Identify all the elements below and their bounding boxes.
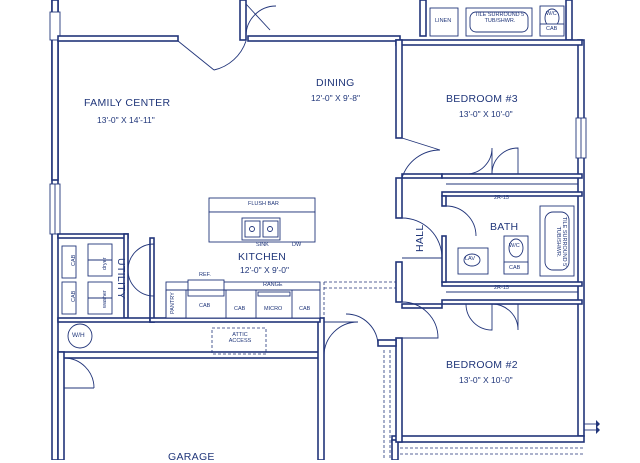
- lav-label: LAV: [465, 256, 475, 262]
- sink-label: SINK: [256, 242, 269, 248]
- garage-label: GARAGE: [168, 451, 215, 463]
- top-bath-fixtures: [429, 5, 565, 37]
- pantry-label: PANTRY: [170, 292, 176, 314]
- bath-cab-label: CAB: [509, 265, 521, 271]
- kitchen-counter: [165, 279, 321, 319]
- bedroom3-label: BEDROOM #3: [446, 93, 518, 105]
- water-heater: [67, 323, 93, 349]
- top-cab-label: CAB: [546, 26, 558, 32]
- interior-walls: [57, 0, 583, 460]
- windows: [49, 11, 587, 235]
- cab-right-label: CAB: [299, 306, 311, 312]
- micro-label: MICRO: [264, 306, 283, 312]
- family-center-label: FAMILY CENTER: [84, 97, 171, 109]
- top-tub-label: TILE SURROUND 5' TUB/SHWR.: [474, 12, 526, 24]
- flush-bar-label: FLUSH BAR: [248, 201, 279, 207]
- family-center-dims: 13'-0" X 14'-11": [97, 115, 155, 125]
- door-swings: [63, 3, 519, 389]
- cab-left-label: CAB: [234, 306, 246, 312]
- dashed-openings: [63, 281, 584, 460]
- bath-tub-label: TILE SURROUND 5' TUB/SHWR.: [555, 216, 568, 268]
- bath-label: BATH: [490, 221, 519, 233]
- ref-label: REF.: [199, 272, 211, 278]
- dw-label: DW: [292, 242, 302, 248]
- bedroom2-label: BEDROOM #2: [446, 359, 518, 371]
- bath-wc-label: W/C: [509, 243, 520, 249]
- attic-access-label: ATTIC ACCESS: [228, 332, 252, 344]
- attic-access-outline: [211, 327, 267, 355]
- wh-label: W/H: [72, 332, 85, 339]
- kitchen-dims: 12'-0" X 9'-0": [240, 265, 289, 275]
- cab-ref-label: CAB: [199, 303, 211, 309]
- utility-cab-a-label: CAB: [71, 254, 77, 266]
- top-wc-label: W/C: [546, 11, 557, 17]
- laundry-appliances: [61, 243, 113, 315]
- bedroom3-dims: 13'-0" X 10'-0": [459, 109, 513, 119]
- dryer-label: dryer: [102, 257, 108, 270]
- kitchen-label: KITCHEN: [238, 251, 287, 263]
- closet-upper-label: 2R-15: [494, 195, 509, 201]
- hall-label: HALL: [414, 224, 426, 252]
- bath-fixtures: [457, 205, 575, 277]
- closet-lower-label: 2R-15: [494, 285, 509, 291]
- range-label: RANGE: [263, 282, 283, 288]
- dining-label: DINING: [316, 77, 355, 89]
- utility-cab-b-label: CAB: [71, 290, 77, 302]
- dining-dims: 12'-0" X 9'-8": [311, 93, 360, 103]
- kitchen-island: [208, 197, 316, 243]
- linen-label: LINEN: [435, 18, 452, 24]
- washer-label: washer: [102, 290, 108, 308]
- bedroom2-dims: 13'-0" X 10'-0": [459, 375, 513, 385]
- closet-rods: [446, 183, 578, 293]
- edge-markers: [584, 420, 600, 434]
- utility-label: UTILITY: [115, 258, 127, 300]
